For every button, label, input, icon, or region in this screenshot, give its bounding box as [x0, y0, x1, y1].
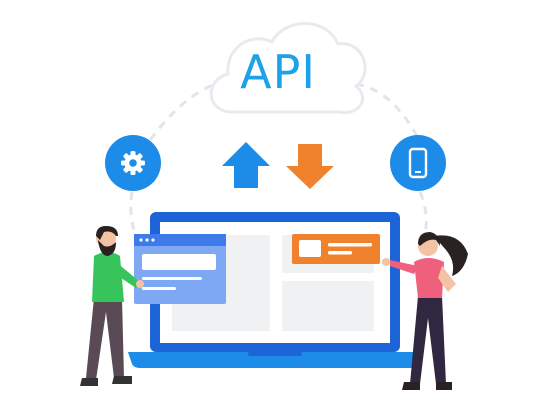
api-label: API — [240, 45, 316, 99]
man-figure — [80, 226, 144, 386]
popup-card-right — [292, 234, 380, 264]
dashed-connector-right — [355, 82, 420, 139]
dashed-connector-right-lower — [418, 191, 428, 241]
dashed-connector-left-lower — [129, 191, 140, 241]
dashed-connector-left — [148, 78, 239, 141]
popup-window-left — [134, 234, 226, 304]
woman-figure — [382, 232, 468, 390]
gear-icon — [105, 135, 161, 191]
download-arrow-icon — [286, 144, 334, 189]
upload-arrow-icon — [222, 142, 270, 188]
smartphone-icon — [390, 135, 446, 191]
cloud-icon — [209, 22, 367, 115]
